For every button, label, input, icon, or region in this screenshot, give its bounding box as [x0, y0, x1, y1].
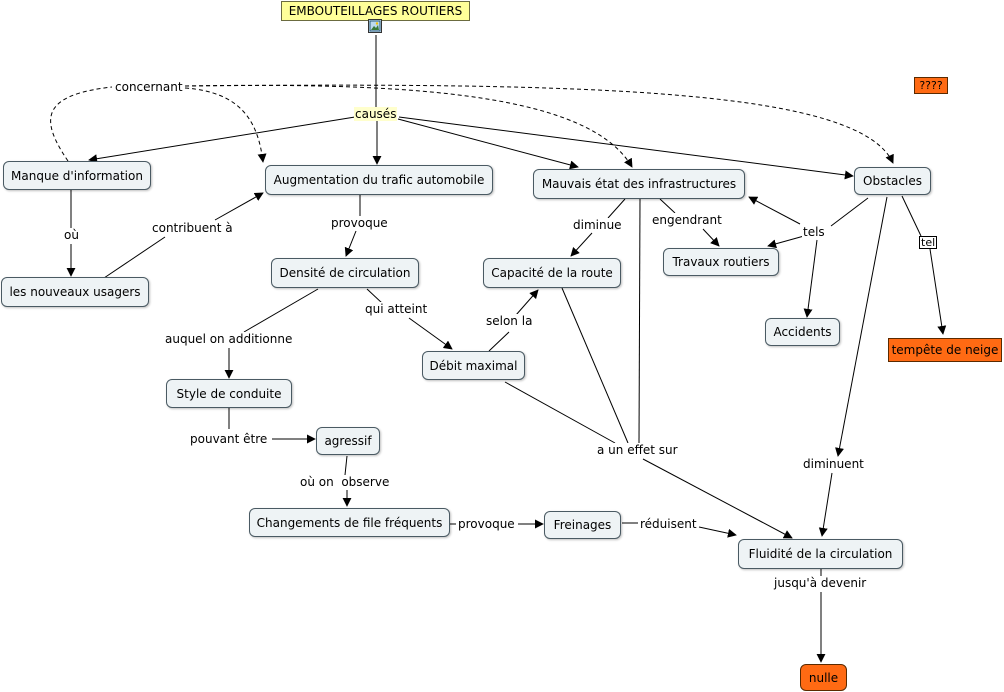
link-label-concernant[interactable]: concernant [114, 80, 184, 94]
link-label-diminue[interactable]: diminue [572, 218, 623, 232]
concept-densite-circulation[interactable]: Densité de circulation [271, 258, 419, 288]
concept-capacite-route[interactable]: Capacité de la route [483, 258, 621, 288]
link-label-provoque-freinages[interactable]: provoque [457, 517, 516, 531]
link-label-ou[interactable]: où [63, 228, 80, 242]
link-label-reduisent[interactable]: réduisent [639, 517, 698, 531]
concept-debit-maximal[interactable]: Débit maximal [422, 351, 525, 380]
concept-tempete-neige[interactable]: tempête de neige [888, 338, 1002, 362]
concept-freinages[interactable]: Freinages [544, 511, 621, 539]
link-label-auquel[interactable]: auquel on additionne [164, 332, 294, 346]
link-label-effet-sur[interactable]: a un effet sur [596, 443, 679, 457]
concept-unknown[interactable]: ???? [914, 77, 948, 94]
link-label-causes[interactable]: causés [354, 107, 398, 121]
concept-nouveaux-usagers[interactable]: les nouveaux usagers [1, 277, 149, 307]
concept-agressif[interactable]: agressif [316, 427, 380, 455]
concept-embouteillages[interactable]: EMBOUTEILLAGES ROUTIERS [281, 1, 470, 21]
concept-obstacles[interactable]: Obstacles [854, 167, 931, 195]
concept-fluidite-circulation[interactable]: Fluidité de la circulation [738, 539, 903, 569]
link-label-tel[interactable]: tel [919, 236, 938, 249]
concept-changements-file[interactable]: Changements de file fréquents [249, 508, 450, 537]
concept-accidents[interactable]: Accidents [765, 318, 840, 346]
link-label-qui-atteint[interactable]: qui atteint [364, 302, 429, 316]
concept-nulle[interactable]: nulle [800, 664, 847, 691]
concept-travaux-routiers[interactable]: Travaux routiers [663, 248, 779, 276]
link-label-diminuent[interactable]: diminuent [802, 457, 865, 471]
link-label-tels[interactable]: tels [802, 225, 826, 239]
concept-mauvais-etat[interactable]: Mauvais état des infrastructures [533, 169, 745, 199]
concept-style-conduite[interactable]: Style de conduite [166, 379, 292, 408]
link-label-provoque-densite[interactable]: provoque [330, 216, 389, 230]
link-label-jusqu-a-devenir[interactable]: jusqu'à devenir [773, 576, 868, 590]
image-attachment-icon[interactable] [368, 19, 382, 33]
concept-augmentation-trafic[interactable]: Augmentation du trafic automobile [265, 165, 493, 195]
link-label-engendrant[interactable]: engendrant [651, 213, 723, 227]
link-label-pouvant-etre[interactable]: pouvant être [189, 432, 269, 446]
link-label-contribuent[interactable]: contribuent à [151, 221, 234, 235]
concept-manque-information[interactable]: Manque d'information [3, 161, 151, 190]
link-label-ou-on-observe[interactable]: où on observe [299, 475, 391, 489]
link-label-selon-la[interactable]: selon la [485, 314, 534, 328]
